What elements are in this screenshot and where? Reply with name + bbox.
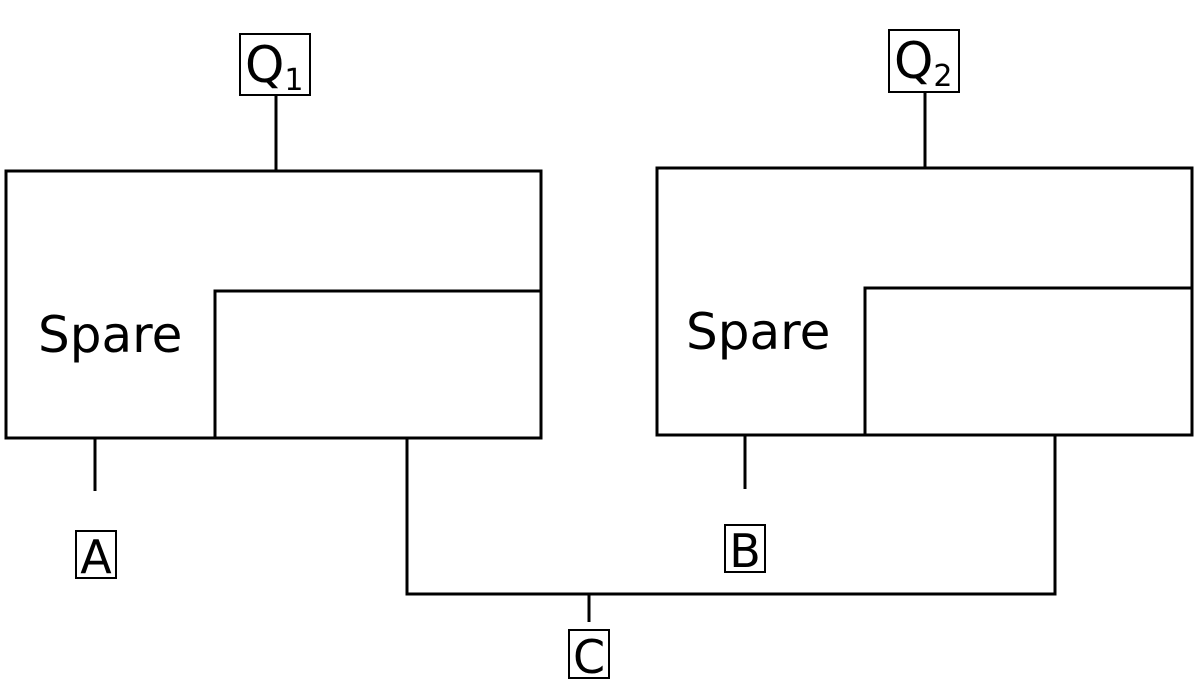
- svg-text:Q2: Q2: [894, 32, 952, 94]
- spare-gate-1: Spare: [4, 95, 543, 491]
- spare-gate-2-label: Spare: [686, 303, 830, 361]
- shared-spare-connector: [405, 435, 1057, 596]
- spare-gate-2-inner-box: [863, 286, 1192, 435]
- q1-output-label: Q1: [239, 33, 311, 98]
- svg-text:C: C: [573, 630, 605, 684]
- q1-letter: Q: [245, 36, 284, 94]
- spare-gate-1-label: Spare: [38, 306, 182, 364]
- spare-gate-2: Spare: [655, 92, 1194, 489]
- svg-text:A: A: [80, 530, 112, 584]
- spare-gate-1-inner-box: [213, 289, 541, 438]
- q1-subscript: 1: [284, 63, 303, 98]
- q2-letter: Q: [894, 32, 933, 90]
- input-a-label: A: [75, 530, 117, 584]
- input-c-label: C: [568, 629, 610, 684]
- svg-text:B: B: [729, 524, 761, 578]
- svg-text:Q1: Q1: [245, 36, 303, 98]
- spare-gate-2-body: [655, 166, 1194, 437]
- q2-subscript: 2: [933, 59, 952, 94]
- input-b-label: B: [724, 524, 766, 578]
- spare-gate-1-body: [4, 169, 543, 440]
- q2-output-label: Q2: [888, 29, 960, 94]
